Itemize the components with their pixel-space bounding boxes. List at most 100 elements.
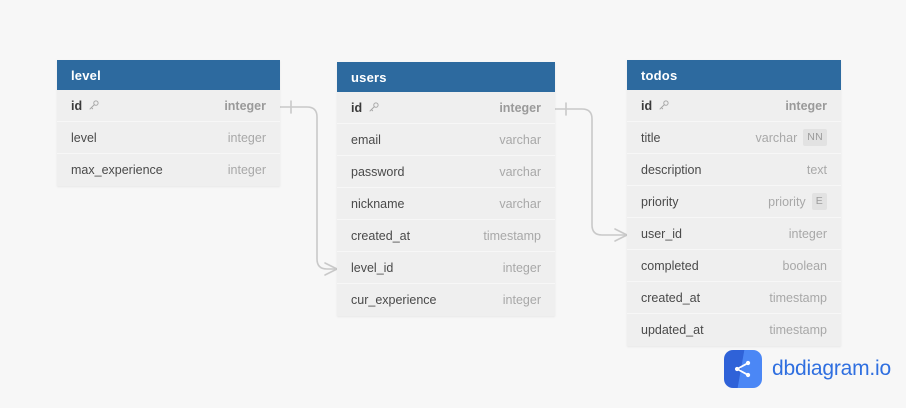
field-name-group: email xyxy=(351,133,381,147)
field-name: id xyxy=(71,98,83,113)
table-title: users xyxy=(351,69,387,85)
field-name: priority xyxy=(641,194,679,209)
field-row[interactable]: email varchar xyxy=(337,124,555,156)
table-header-level[interactable]: level xyxy=(57,60,280,90)
field-row[interactable]: user_id integer xyxy=(627,218,841,250)
field-type: integer xyxy=(502,293,541,307)
field-row[interactable]: title varchar NN xyxy=(627,122,841,154)
field-type-group: integer xyxy=(224,99,266,113)
field-type-group: timestamp xyxy=(769,291,827,305)
field-type: integer xyxy=(227,130,266,145)
field-name-group: priority xyxy=(641,195,679,209)
field-name: updated_at xyxy=(641,323,704,337)
table-header-users[interactable]: users xyxy=(337,62,555,92)
share-nodes-icon xyxy=(724,350,762,388)
table-card-todos[interactable]: todos id integer title varchar NN description t… xyxy=(627,60,841,346)
field-type-group: boolean xyxy=(783,259,828,273)
field-row[interactable]: id integer xyxy=(57,90,280,122)
field-type: boolean xyxy=(782,258,828,273)
field-name: level xyxy=(71,130,97,145)
field-row[interactable]: level_id integer xyxy=(337,252,555,284)
field-name-group: created_at xyxy=(641,291,700,305)
field-row[interactable]: nickname varchar xyxy=(337,188,555,220)
field-row[interactable]: created_at timestamp xyxy=(627,282,841,314)
field-name: nickname xyxy=(351,196,405,211)
field-type-group: integer xyxy=(789,227,827,241)
field-type-group: text xyxy=(807,163,827,177)
field-name: user_id xyxy=(641,226,682,241)
field-name-group: nickname xyxy=(351,197,405,211)
field-name: title xyxy=(641,130,661,145)
table-card-users[interactable]: users id integer email varchar password varcha… xyxy=(337,62,555,316)
field-row[interactable]: completed boolean xyxy=(627,250,841,282)
field-row[interactable]: id integer xyxy=(627,90,841,122)
field-type: integer xyxy=(227,163,266,177)
field-type: text xyxy=(806,162,827,177)
field-row[interactable]: description text xyxy=(627,154,841,186)
field-type-group: integer xyxy=(503,261,541,275)
field-row[interactable]: id integer xyxy=(337,92,555,124)
table-header-todos[interactable]: todos xyxy=(627,60,841,90)
field-name: description xyxy=(641,162,702,177)
field-badge: NN xyxy=(803,129,827,146)
field-name: created_at xyxy=(641,290,701,305)
field-name: max_experience xyxy=(71,163,163,177)
field-type-group: integer xyxy=(785,99,827,113)
field-name-group: level xyxy=(71,131,97,145)
field-type: integer xyxy=(502,260,541,275)
field-type-group: integer xyxy=(228,131,266,145)
field-type: varchar xyxy=(755,130,798,145)
field-name: id xyxy=(641,98,653,113)
table-title: level xyxy=(71,67,101,83)
field-row[interactable]: priority priority E xyxy=(627,186,841,218)
field-row[interactable]: created_at timestamp xyxy=(337,220,555,252)
field-row[interactable]: cur_experience integer xyxy=(337,284,555,316)
field-type: integer xyxy=(499,100,541,115)
field-type: timestamp xyxy=(769,290,827,305)
field-name-group: password xyxy=(351,165,405,179)
field-name: cur_experience xyxy=(351,293,437,307)
field-row[interactable]: level integer xyxy=(57,122,280,154)
field-type: varchar xyxy=(499,196,541,211)
field-badge: E xyxy=(811,193,827,210)
field-type: varchar xyxy=(499,164,541,179)
field-name-group: created_at xyxy=(351,229,410,243)
field-name-group: updated_at xyxy=(641,323,704,337)
field-row[interactable]: password varchar xyxy=(337,156,555,188)
field-type: integer xyxy=(224,98,266,113)
field-name-group: id xyxy=(71,99,100,113)
field-type: varchar xyxy=(499,132,541,147)
field-type: priority xyxy=(768,194,806,209)
field-type: integer xyxy=(785,98,827,113)
field-type-group: integer xyxy=(499,101,541,115)
field-type: timestamp xyxy=(483,228,541,243)
field-type-group: integer xyxy=(228,163,266,177)
field-name-group: max_experience xyxy=(71,163,163,177)
field-name: level_id xyxy=(351,260,394,275)
key-icon xyxy=(87,99,100,112)
field-name: completed xyxy=(641,258,699,273)
field-type-group: varchar NN xyxy=(756,129,827,146)
field-name: email xyxy=(351,132,381,147)
field-name-group: user_id xyxy=(641,227,682,241)
field-name-group: description xyxy=(641,163,701,177)
field-name-group: id xyxy=(351,101,380,115)
table-body-level: id integer level integer max_experience integ… xyxy=(57,90,280,186)
field-row[interactable]: max_experience integer xyxy=(57,154,280,186)
field-name-group: level_id xyxy=(351,261,393,275)
field-type-group: varchar xyxy=(499,165,541,179)
field-type-group: integer xyxy=(503,293,541,307)
field-name-group: id xyxy=(641,99,670,113)
field-name: password xyxy=(351,164,405,179)
relationship-users-todos xyxy=(554,102,628,242)
field-type-group: timestamp xyxy=(483,229,541,243)
field-name-group: completed xyxy=(641,259,699,273)
dbdiagram-watermark[interactable]: dbdiagram.io xyxy=(724,350,891,388)
relationship-level-users xyxy=(279,100,338,276)
watermark-label: dbdiagram.io xyxy=(772,357,892,380)
field-type-group: varchar xyxy=(499,197,541,211)
